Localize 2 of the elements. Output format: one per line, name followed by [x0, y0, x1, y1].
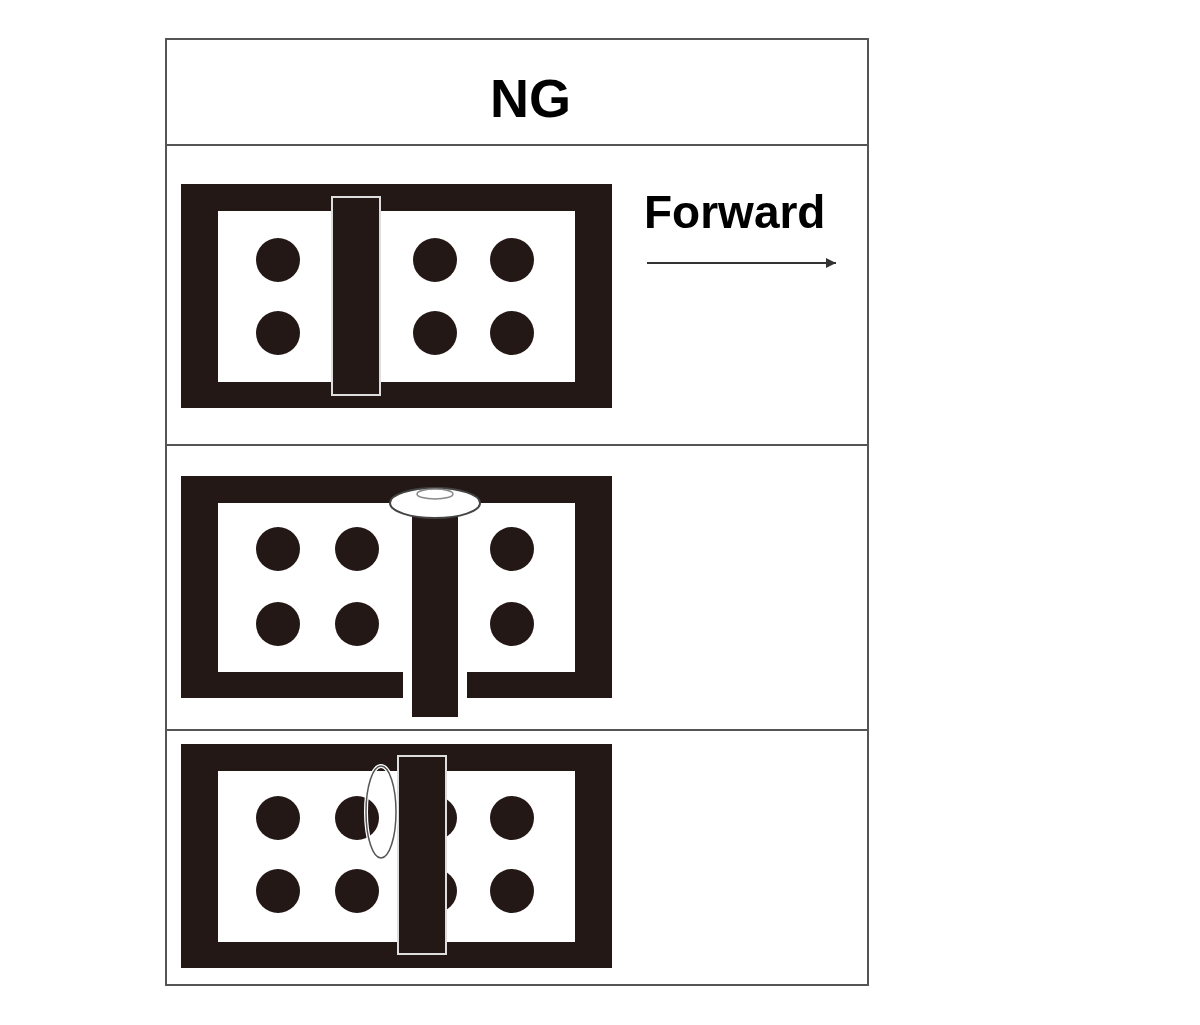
direction-label: Forward [644, 186, 826, 238]
table-header: NG [490, 68, 571, 128]
